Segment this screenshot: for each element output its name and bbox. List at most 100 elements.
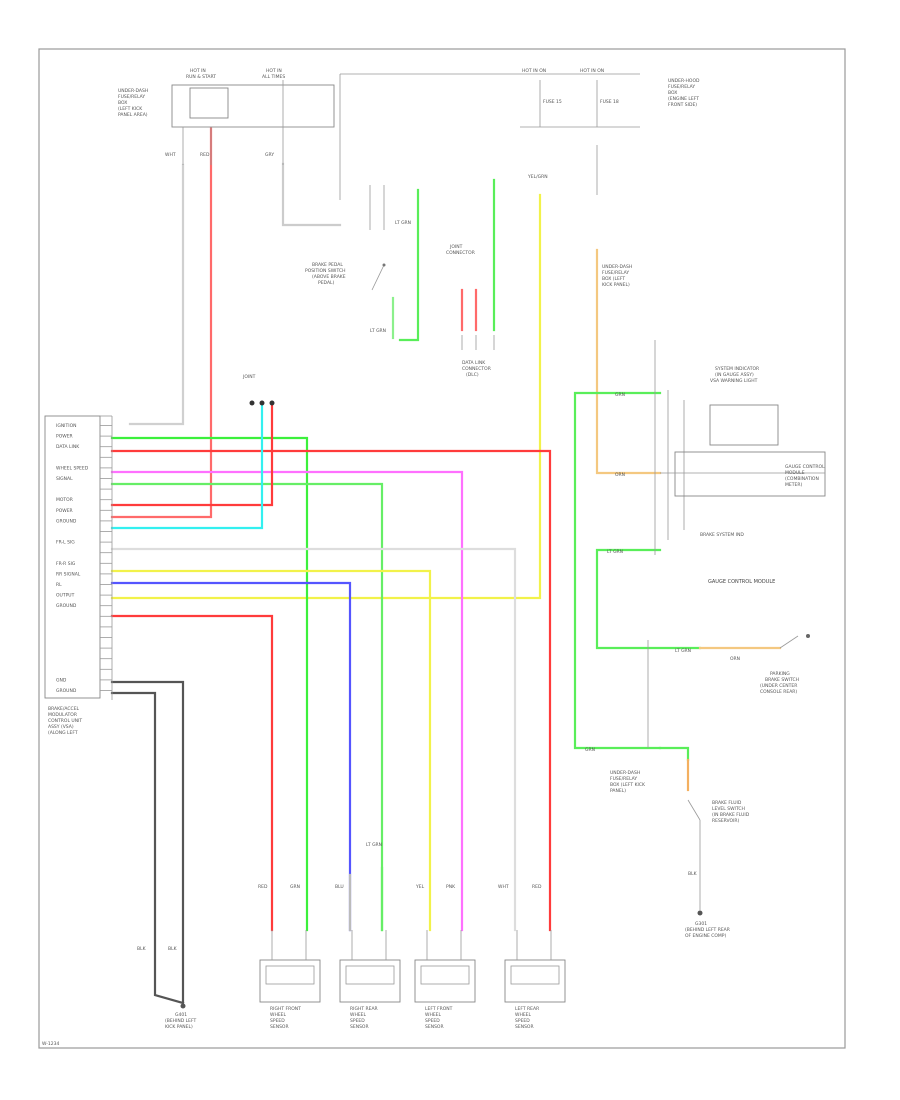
- abs-pin-label: OUTPUT: [56, 593, 75, 599]
- wire-label-sensor-blu: BLU: [335, 884, 344, 890]
- abs-pin-label: RL: [56, 582, 62, 588]
- combo-box-label-2: BOX (LEFT KICK: [610, 782, 646, 788]
- fluid-label-1: LEVEL SWITCH: [712, 806, 745, 812]
- fluid-label-3: RESERVOIR): [712, 818, 740, 824]
- underdash-relay-label-3: KICK PANEL): [602, 282, 630, 288]
- combo-label-1: MODULE: [785, 470, 805, 476]
- brake-switch-label-3: PEDAL): [318, 280, 335, 286]
- dlc: DATA LINK CONNECTOR (DLC) JOINT CONNECTO…: [446, 244, 495, 378]
- abs-pin-label: POWER: [56, 434, 73, 440]
- abs-pin-label: GROUND: [56, 688, 77, 694]
- abs-pin-label: FR-L SIG: [56, 540, 75, 546]
- wire-black-gnd-2: [110, 691, 185, 1005]
- abs-pin-label: IGNITION: [56, 423, 77, 429]
- system-indicator-label-2: VSA WARNING LIGHT: [710, 378, 758, 384]
- ground-g1: G401 (BEHIND LEFT KICK PANEL) BLK BLK: [137, 946, 197, 1030]
- wire-red-pin12: [110, 614, 274, 932]
- fuse-label-tr-3: FUSE 18: [600, 99, 619, 105]
- g1-label-1: (BEHIND LEFT: [165, 1018, 197, 1024]
- fuse-label-tl-3: ALL TIMES: [262, 74, 285, 80]
- wire-label-orn-r1: ORN: [615, 472, 625, 478]
- wheel-speed-sensor-label: SENSOR: [350, 1024, 369, 1030]
- wire-gray-hot: [281, 162, 342, 227]
- wire-orange-right: [595, 248, 662, 475]
- pb-label-3: CONSOLE REAR): [760, 689, 797, 695]
- joint-connector-top-label: JOINT: [242, 374, 256, 380]
- wire-label-ltgrn-1: LT GRN: [395, 220, 411, 226]
- wheel-speed-sensor-label: LEFT FRONT: [425, 1006, 453, 1012]
- wire-label-blk-2: BLK: [168, 946, 178, 952]
- abs-pin-label: POWER: [56, 508, 73, 514]
- fuse-label-tr-0: HOT IN ON: [522, 68, 546, 74]
- abs-pin-label: FR-R SIG: [56, 561, 76, 567]
- fuse-box-tr-label-1: FUSE/RELAY: [668, 84, 695, 90]
- abs-control-unit: [44, 415, 113, 700]
- abs-label-4: (ALONG LEFT: [48, 730, 78, 736]
- brake-switch-label-1: POSITION SWITCH: [305, 268, 346, 274]
- wire-label-ltgrn-3: LT GRN: [675, 648, 691, 654]
- wire-label-grn-r3: GRN: [585, 747, 595, 753]
- wheel-speed-sensor-box: [414, 959, 476, 1003]
- fuse-box-tl-label-1: FUSE/RELAY: [118, 94, 145, 100]
- wire-red-pin7: [110, 403, 274, 507]
- brake-switch-label-0: BRAKE PEDAL: [312, 262, 343, 268]
- pb-label-0: PARKING: [770, 671, 790, 677]
- wheel-speed-sensor-coil: [265, 965, 315, 985]
- wheel-speed-sensor-label: WHEEL: [425, 1012, 442, 1018]
- wire-label-grn-r1: GRN: [615, 392, 625, 398]
- wire-yellow-long: [110, 193, 542, 600]
- wire-label-sensor-ltgrn: LT GRN: [366, 842, 382, 848]
- wheel-speed-sensor-box: [339, 959, 401, 1003]
- fuse-box-tr-label-3: (ENGINE LEFT: [668, 96, 699, 102]
- underdash-relay: UNDER-DASH FUSE/RELAY BOX (LEFT KICK PAN…: [602, 264, 632, 288]
- abs-unit-label: BRAKE/ACCEL MODULATOR CONTROL UNIT ASSY …: [48, 706, 82, 736]
- dlc-label-2: (DLC): [466, 372, 479, 378]
- wire-label-ltgrn-r2: LT GRN: [607, 549, 623, 555]
- combo-box-label-1: FUSE/RELAY: [610, 776, 637, 782]
- wire-ltgreen-pin6: [110, 482, 384, 932]
- underdash-relay-label-2: BOX (LEFT: [602, 276, 625, 282]
- fuse-box-tl-label-4: PANEL AREA): [118, 112, 148, 118]
- joint-connector-label-0: JOINT: [449, 244, 463, 250]
- abs-label-1: MODULATOR: [48, 712, 77, 718]
- fuse-box-tl-label-0: UNDER-DASH: [118, 88, 148, 94]
- wire-yellow-pin10: [110, 569, 432, 932]
- dlc-label-1: CONNECTOR: [462, 366, 491, 372]
- system-indicator-label-0: SYSTEM INDICATOR: [715, 366, 759, 372]
- wheel-speed-sensor-label: RIGHT FRONT: [270, 1006, 301, 1012]
- abs-pin-label: GROUND: [56, 603, 77, 609]
- wire-green-right-2: [595, 548, 702, 650]
- wire-green-to-fluid: [658, 746, 690, 762]
- wheel-speed-sensor-label: SENSOR: [425, 1024, 444, 1030]
- wire-label-blk-right: BLK: [688, 871, 698, 877]
- abs-label-3: ASSY (VSA): [48, 724, 74, 730]
- abs-pin-label: RR SIGNAL: [56, 571, 81, 577]
- fluid-label-0: BRAKE FLUID: [712, 800, 742, 806]
- underdash-relay-label-0: UNDER-DASH: [602, 264, 632, 270]
- fuse-box-top-right: HOT IN ON HOT IN ON FUSE 15 FUSE 18 UNDE…: [339, 68, 700, 200]
- g1-label-2: KICK PANEL): [165, 1024, 193, 1030]
- wheel-speed-sensor-label: WHEEL: [270, 1012, 287, 1018]
- wire-label-sensor-pnk: PNK: [446, 884, 456, 890]
- wheel-speed-sensor-label: WHEEL: [350, 1012, 367, 1018]
- wire-black-gnd: [110, 680, 185, 1004]
- diagram-frame: [38, 48, 846, 1049]
- fuse-box-tl-label-2: BOX: [118, 100, 127, 106]
- abs-pin-label: DATA LINK: [56, 444, 80, 450]
- wire-label-sensor-red: RED: [258, 884, 268, 890]
- fuse-box-top-left-labels: UNDER-DASH FUSE/RELAY BOX (LEFT KICK PAN…: [118, 68, 285, 118]
- underdash-relay-label-1: FUSE/RELAY: [602, 270, 629, 276]
- pb-label-2: (UNDER CENTER: [760, 683, 797, 689]
- fuse-box-tr-label-2: BOX: [668, 90, 677, 96]
- combo-label-3: METER): [785, 482, 802, 488]
- wire-label-sensor-grn: GRN: [290, 884, 300, 890]
- ground-g2: G301 (BEHIND LEFT REAR OF ENGINE COMP): [685, 910, 730, 939]
- wheel-speed-sensor-label: RIGHT REAR: [350, 1006, 378, 1012]
- fuse-box-top-left: [171, 80, 335, 165]
- fuse-label-tl-2: HOT IN: [266, 68, 282, 74]
- diagram-id: W-1234: [42, 1041, 59, 1047]
- wire-label-blk-1: BLK: [137, 946, 147, 952]
- combo-box-label-3: PANEL): [610, 788, 626, 794]
- g2-label-1: (BEHIND LEFT REAR: [685, 927, 730, 933]
